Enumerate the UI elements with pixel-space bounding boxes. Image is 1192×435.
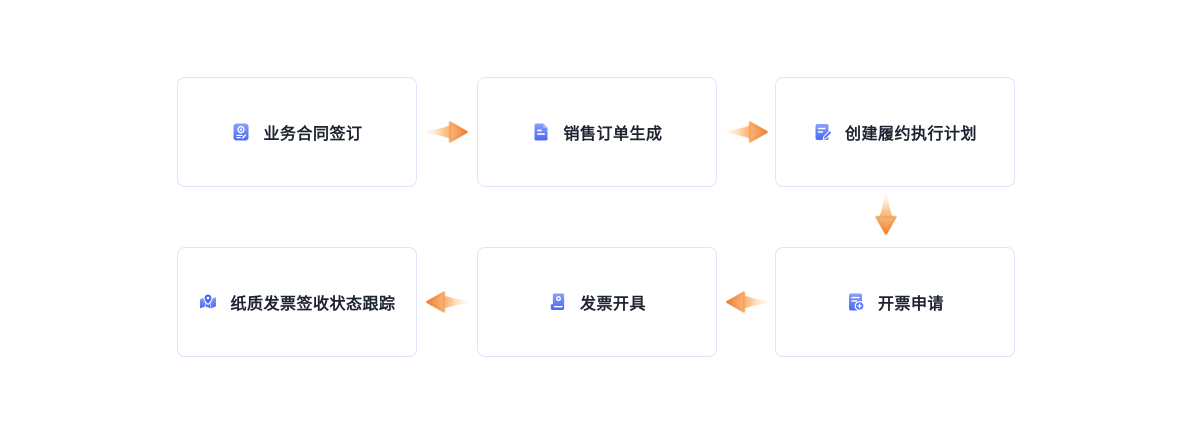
flow-node-fulfillment-plan: 创建履约执行计划: [775, 77, 1015, 187]
contract-seal-icon: [233, 123, 249, 141]
arrow-down-icon: [875, 192, 897, 235]
flow-node-contract-signing: 业务合同签订: [177, 77, 417, 187]
sales-order-document-icon: [534, 123, 548, 141]
invoice-printer-icon: [550, 293, 565, 310]
flow-node-label: 发票开具: [579, 296, 646, 313]
flow-node-invoice-issue: 发票开具: [477, 247, 717, 357]
flow-node-label: 纸质发票签收状态跟踪: [230, 296, 396, 313]
flow-node-paper-invoice-tracking: 纸质发票签收状态跟踪: [177, 247, 417, 357]
flow-node-label: 业务合同签订: [263, 126, 363, 143]
flow-node-label: 销售订单生成: [563, 126, 663, 143]
flow-node-sales-order: 销售订单生成: [477, 77, 717, 187]
flow-node-label: 创建履约执行计划: [844, 126, 977, 143]
arrow-right-icon: [725, 121, 768, 143]
arrow-left-icon: [426, 291, 469, 313]
map-pin-icon: [200, 293, 217, 309]
arrow-left-icon: [726, 291, 769, 313]
invoice-add-icon: [848, 293, 865, 312]
plan-edit-pen-icon: [815, 124, 832, 141]
arrow-right-icon: [425, 121, 468, 143]
flow-node-invoice-request: 开票申请: [775, 247, 1015, 357]
flow-node-label: 开票申请: [877, 296, 944, 313]
